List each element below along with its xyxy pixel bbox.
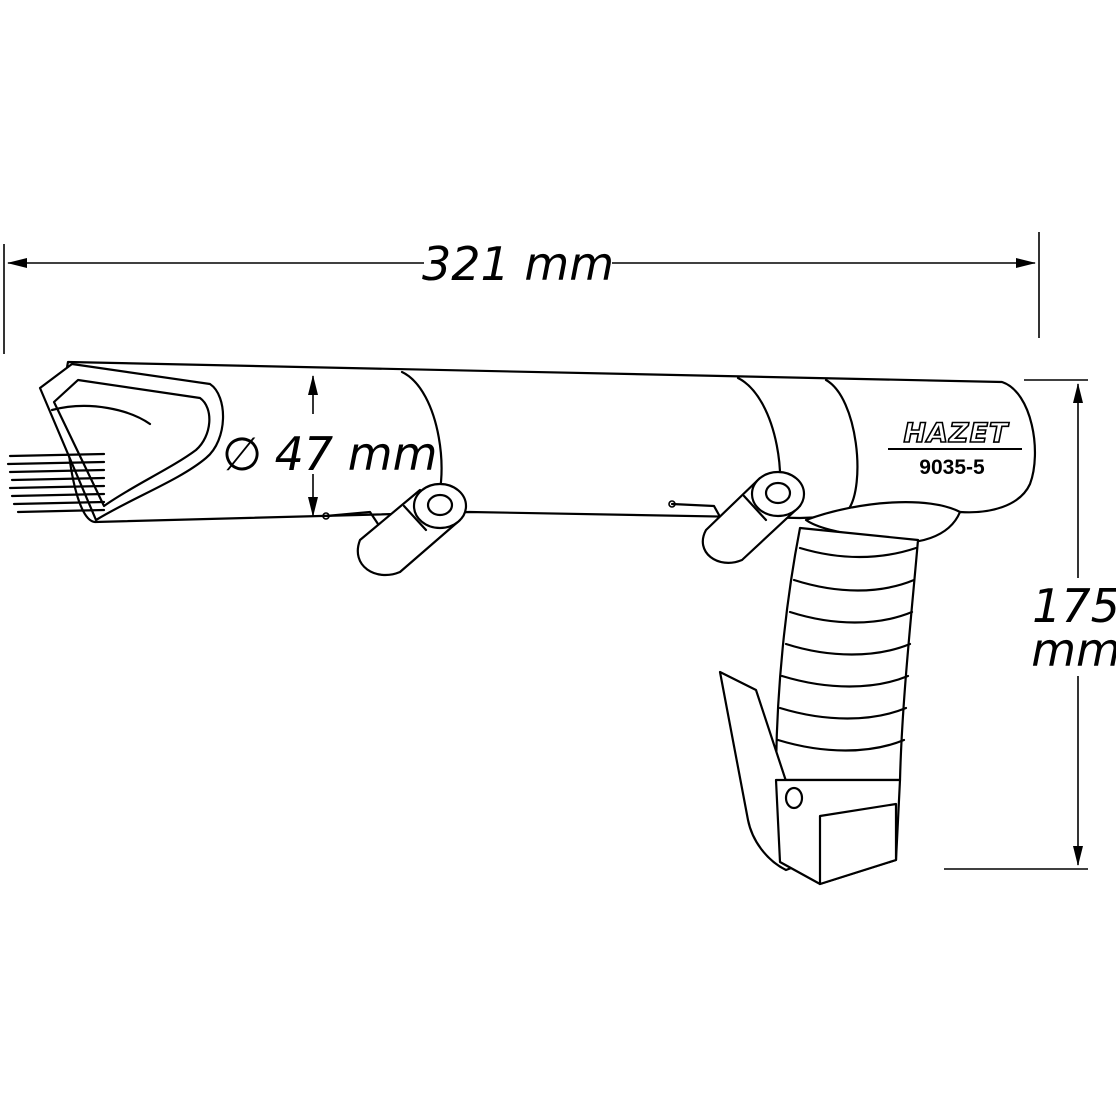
nozzle-opening — [50, 404, 152, 426]
barrel-joint-3 — [824, 378, 859, 512]
model-number: 9035-5 — [919, 456, 985, 479]
diameter-label: 47 mm — [275, 427, 438, 481]
diameter-dimension: ∅ 47 mm — [222, 375, 438, 517]
sleeve-clamp-rear — [668, 470, 806, 564]
diameter-symbol-icon: ∅ — [222, 427, 262, 481]
length-label: 321 mm — [422, 237, 614, 291]
height-value-label: 175 — [1032, 579, 1116, 633]
height-dimension: 175 mm — [944, 379, 1116, 870]
height-unit-label: mm — [1031, 623, 1116, 677]
handle-ribs — [776, 546, 918, 752]
nozzle-guard — [38, 362, 225, 522]
air-inlet-block — [818, 802, 898, 886]
needle-bundle — [6, 452, 106, 514]
sleeve-clamp-front — [322, 482, 468, 577]
brand-logo: HAZET — [904, 418, 1011, 449]
handle — [718, 501, 962, 886]
tool-body — [6, 360, 1037, 524]
nozzle-guard-inner — [52, 378, 211, 508]
air-inlet-hole — [784, 786, 804, 810]
length-dimension: 321 mm — [3, 232, 1040, 354]
